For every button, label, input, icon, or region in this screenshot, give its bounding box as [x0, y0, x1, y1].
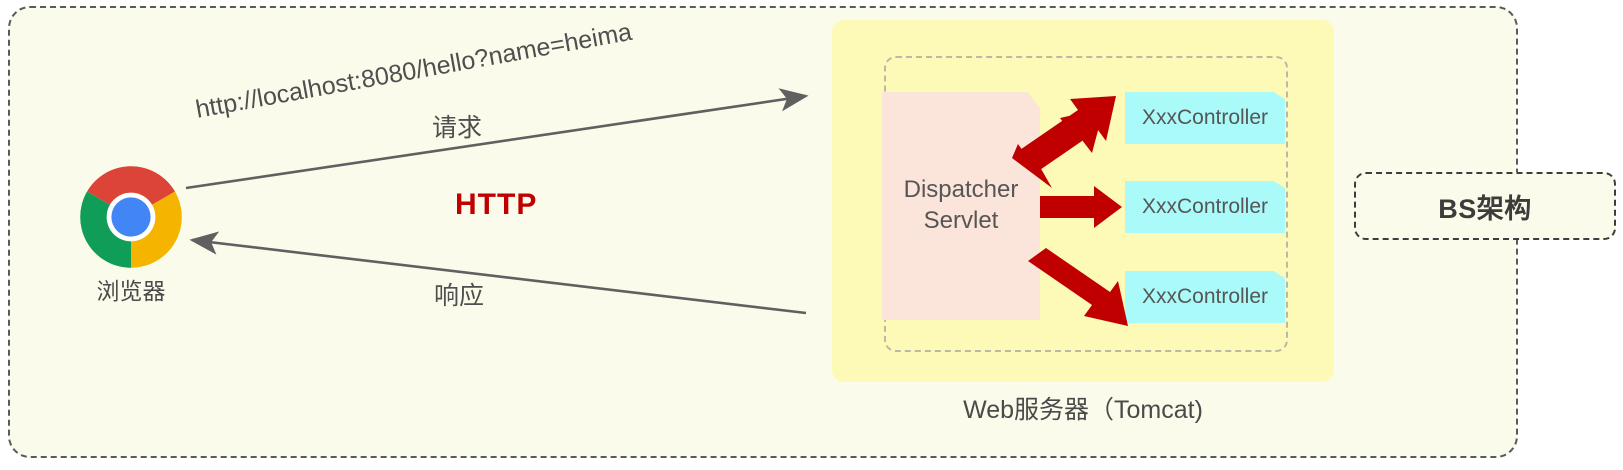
request-label: 请求 [432, 114, 483, 142]
controller-box-3: XxxController [1125, 271, 1285, 323]
controller-label-3: XxxController [1141, 285, 1269, 308]
dispatcher-servlet-box: Dispatcher Servlet [882, 92, 1040, 320]
dispatcher-servlet-line2: Servlet [923, 207, 999, 234]
web-server-caption: Web服务器（Tomcat) [963, 396, 1203, 424]
bs-architecture-legend-box: BS架构 [1354, 172, 1616, 240]
response-label: 响应 [434, 282, 485, 310]
controller-box-2: XxxController [1125, 181, 1285, 233]
web-server-panel: Dispatcher Servlet XxxController XxxCont… [832, 20, 1334, 382]
controller-label-1: XxxController [1141, 106, 1269, 129]
browser-node: 浏览器 [78, 164, 190, 309]
dispatcher-servlet-line1: Dispatcher [903, 176, 1019, 204]
controller-box-1: XxxController [1125, 92, 1285, 144]
chrome-browser-icon [80, 166, 182, 268]
http-protocol-label: HTTP [455, 188, 538, 221]
controller-label-2: XxxController [1141, 195, 1269, 218]
dispatcher-servlet-label: Dispatcher Servlet [904, 175, 1019, 236]
bs-architecture-label: BS架构 [1438, 193, 1532, 224]
browser-label: 浏览器 [96, 278, 166, 304]
